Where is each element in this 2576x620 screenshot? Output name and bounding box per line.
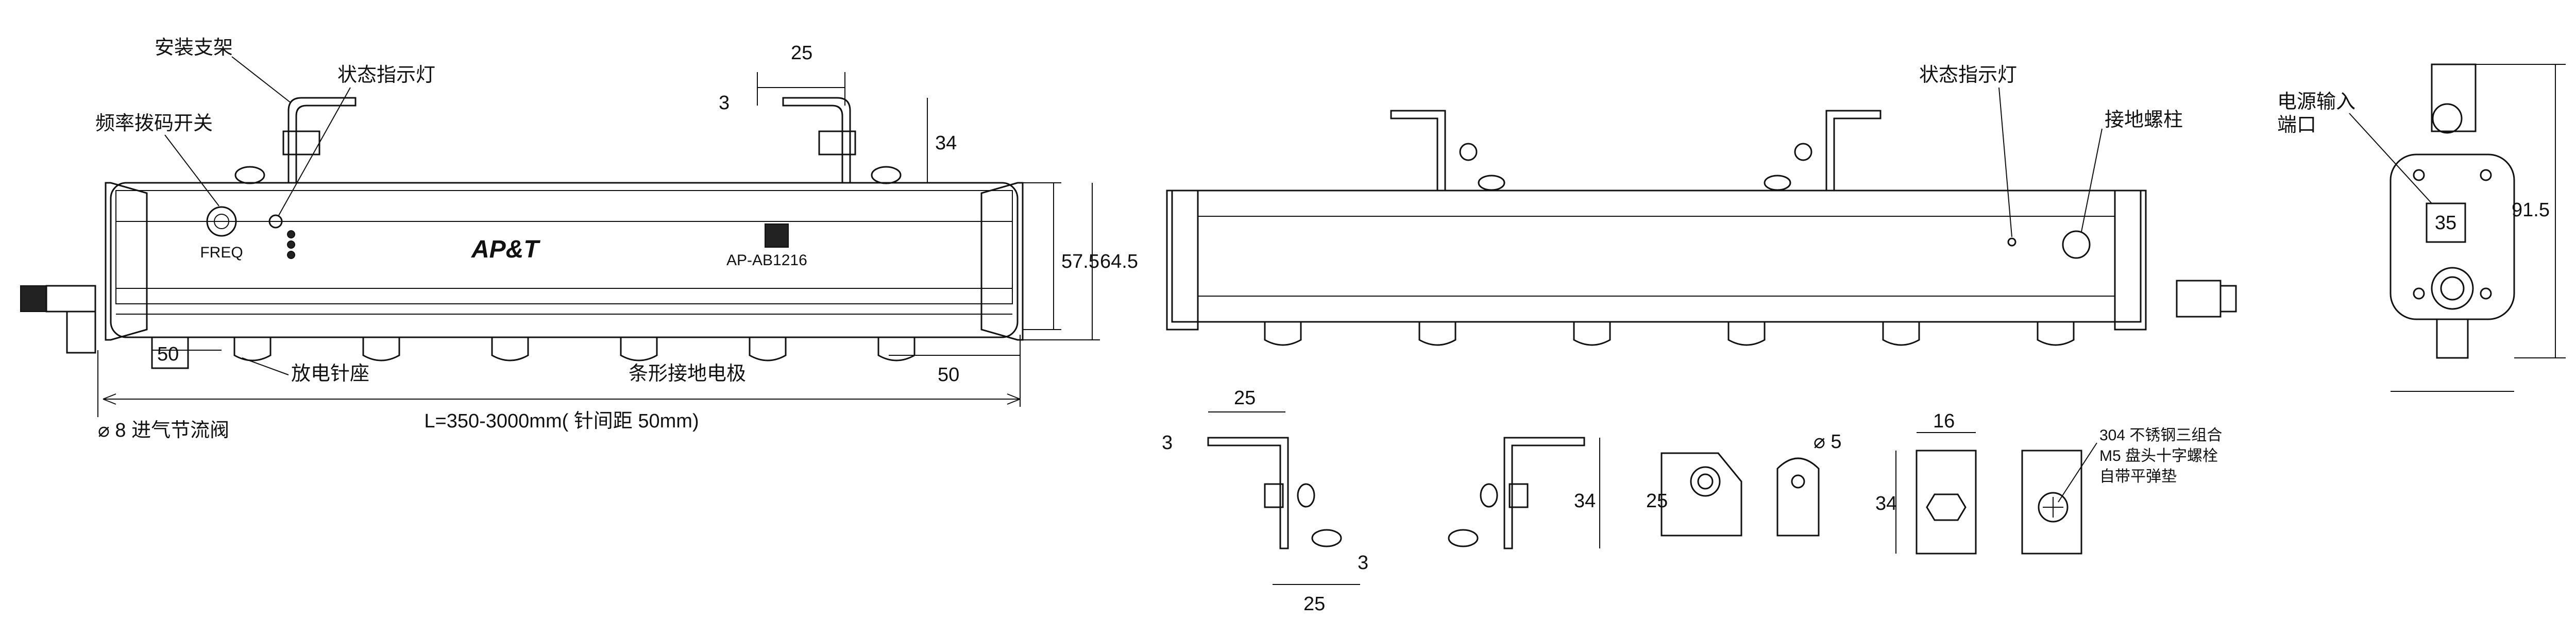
side-bracket — [2431, 63, 2477, 132]
label-status-led: 状态指示灯 — [337, 64, 435, 86]
model-text: AP-AB1216 — [726, 252, 807, 269]
ground-stud — [2062, 230, 2091, 259]
detail-bolt-block — [1916, 450, 1977, 555]
dim-length: L=350-3000mm( 针间距 50mm) — [424, 410, 699, 432]
bracket-right — [782, 97, 851, 183]
status-led — [268, 214, 283, 229]
label-status-led-2: 状态指示灯 — [1919, 64, 2017, 86]
dim-detail-3b: 3 — [1358, 552, 1368, 574]
detail-bracket-b — [1503, 437, 1585, 549]
rear-right-cap — [2114, 190, 2147, 331]
detail-bracket-a — [1207, 437, 1289, 549]
dim-total-height: 64.5 — [1100, 251, 1138, 272]
left-end-cap — [105, 182, 148, 341]
rear-bracket-left — [1390, 110, 1446, 191]
dim-detail-25a: 25 — [1234, 387, 1256, 409]
dim-bracket-width: 25 — [791, 42, 812, 64]
brand-logo: AP&T — [471, 236, 540, 263]
dim-detail-3a: 3 — [1162, 432, 1173, 454]
rear-bracket-right — [1825, 110, 1882, 191]
freq-switch — [206, 206, 237, 237]
label-power-port-1: 电源输入 — [2277, 91, 2355, 113]
dim-body-height: 57.5 — [1061, 251, 1099, 272]
label-mount-bracket: 安装支架 — [155, 37, 233, 59]
rear-body — [1171, 190, 2142, 323]
front-view: FREQ AP&T AP-AB1216 安装支架 状态指示灯 频率拨码开关 — [20, 37, 1138, 441]
label-power-port-2: 端口 — [2277, 114, 2316, 136]
dim-pitch-left: 50 — [157, 343, 179, 365]
label-hardware-1: 304 不锈钢三组合 — [2099, 427, 2222, 444]
rear-valve — [2176, 280, 2222, 318]
bracket-left — [287, 97, 357, 183]
dim-side-height: 91.5 — [2512, 199, 2550, 221]
emitter-sockets — [233, 337, 916, 361]
label-hardware-2: M5 盘头十字螺栓 — [2099, 447, 2218, 464]
label-valve: ⌀ 8 进气节流阀 — [98, 420, 229, 441]
rear-view: 状态指示灯 接地螺柱 — [1166, 64, 2237, 346]
rear-left-cap — [1166, 190, 1199, 331]
dim-port-size: 35 — [2435, 212, 2456, 234]
rear-status-led — [2007, 237, 2016, 247]
dim-detail-34b: 34 — [1875, 493, 1897, 514]
dim-bracket-thick: 3 — [719, 92, 730, 114]
detail-washer — [1660, 452, 1742, 537]
dim-detail-16: 16 — [1933, 410, 1955, 432]
dim-pitch-right: 50 — [938, 364, 959, 386]
side-view: 35 电源输入 端口 91.5 — [2277, 63, 2566, 392]
power-port — [2426, 202, 2466, 243]
detail-views: 25 3 25 3 34 25 ⌀ 5 16 34 304 不锈钢三组合 M5 — [1162, 387, 2222, 615]
label-freq-switch: 频率拨码开关 — [95, 113, 213, 134]
freq-text: FREQ — [200, 244, 243, 261]
detail-hole — [1776, 457, 1820, 537]
valve-cap — [20, 285, 47, 312]
valve-body — [66, 311, 96, 354]
label-hardware-3: 自带平弹垫 — [2099, 468, 2177, 485]
dim-detail-25c: 25 — [1646, 490, 1668, 512]
rear-sockets — [1264, 322, 2075, 346]
dim-detail-34a: 34 — [1574, 490, 1596, 512]
qr-code — [765, 223, 789, 248]
label-bar-electrode: 条形接地电极 — [629, 363, 746, 385]
bar-face — [115, 221, 1013, 304]
dim-detail-25b: 25 — [1303, 593, 1325, 615]
label-emitter-socket: 放电针座 — [291, 363, 369, 385]
detail-bolt-side — [2021, 450, 2082, 555]
dim-bracket-height: 34 — [935, 132, 957, 154]
bracket-bolt-right — [818, 130, 856, 156]
dim-phi5: ⌀ 5 — [1814, 431, 1842, 453]
label-ground-stud: 接地螺柱 — [2105, 109, 2183, 131]
